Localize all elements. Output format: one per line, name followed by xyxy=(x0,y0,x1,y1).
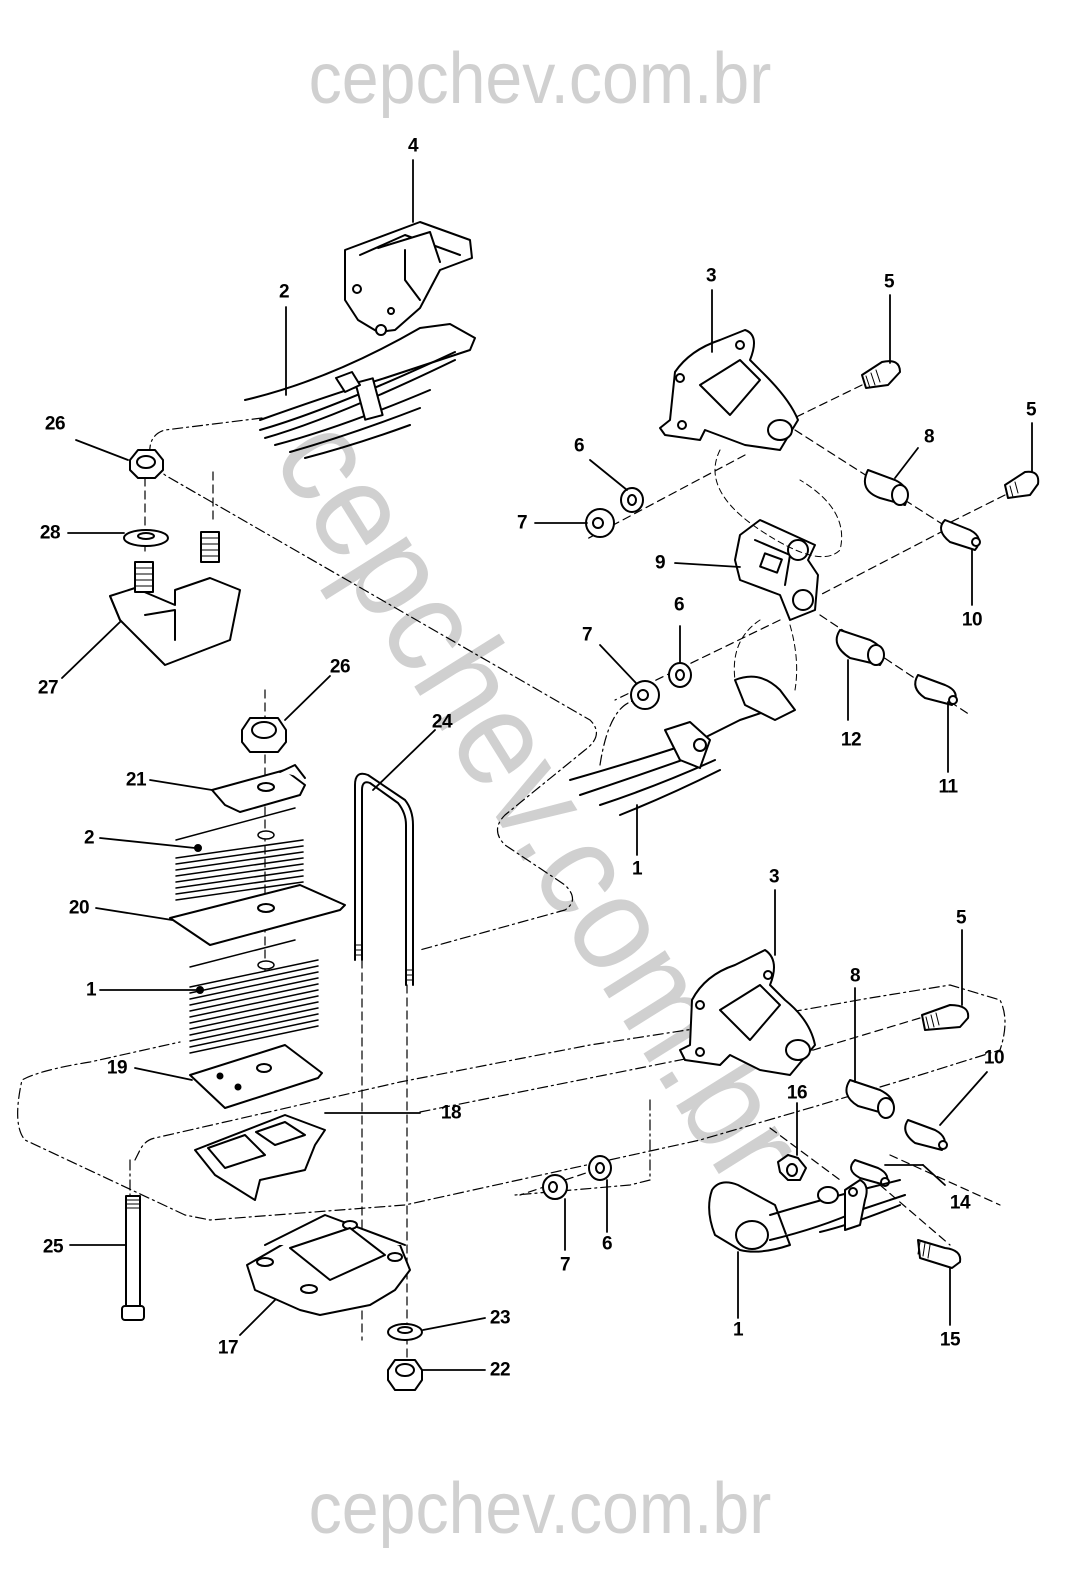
watermark-top: cepchev.com.br xyxy=(308,39,772,119)
part-1-leaf-spring-eye-upper xyxy=(569,675,796,816)
part-7-nut-a xyxy=(585,508,615,538)
callout-5: 5 xyxy=(955,907,967,929)
part-1-leaf-spring-eye-lower xyxy=(708,1179,906,1253)
part-6-washer-c xyxy=(588,1155,612,1181)
part-10-pin-a xyxy=(940,519,981,551)
callout-6: 6 xyxy=(573,435,585,457)
callout-6: 6 xyxy=(673,594,685,616)
part-18-spring-seat xyxy=(194,1114,326,1201)
part-22-nut xyxy=(387,1359,423,1391)
callout-9: 9 xyxy=(654,552,666,574)
watermark-bottom: cepchev.com.br xyxy=(308,1469,772,1549)
callout-7: 7 xyxy=(516,512,528,534)
callout-22: 22 xyxy=(489,1359,511,1381)
callout-14: 14 xyxy=(949,1192,971,1214)
callout-18: 18 xyxy=(440,1102,462,1124)
part-8-bushing-b xyxy=(845,1079,895,1119)
callout-4: 4 xyxy=(407,135,419,157)
part-10-pin-b xyxy=(904,1119,948,1151)
part-9-shackle xyxy=(734,519,819,621)
callout-28: 28 xyxy=(39,522,61,544)
part-26-nut-upper xyxy=(129,449,164,479)
callout-26: 26 xyxy=(329,656,351,678)
part-8-bushing-a xyxy=(864,469,909,506)
part-21-spacer-plate xyxy=(211,764,306,813)
part-7-nut-c xyxy=(542,1174,568,1200)
callout-19: 19 xyxy=(106,1057,128,1079)
callout-17: 17 xyxy=(217,1337,239,1359)
part-2-leaf-spring-section xyxy=(175,807,304,901)
axis-lines xyxy=(144,384,1006,1391)
callout-1: 1 xyxy=(732,1319,744,1341)
part-3-hanger-upper xyxy=(659,329,799,451)
part-27-bumper-block xyxy=(109,531,241,666)
callout-5: 5 xyxy=(883,271,895,293)
callout-27: 27 xyxy=(37,677,59,699)
part-5-bolt-a xyxy=(861,360,901,389)
callout-23: 23 xyxy=(489,1307,511,1329)
part-17-axle-plate xyxy=(246,1214,411,1316)
part-23-washer xyxy=(387,1323,423,1341)
shackle-phantom-outline xyxy=(714,449,843,691)
part-7-nut-b xyxy=(630,680,660,710)
callout-3: 3 xyxy=(705,265,717,287)
callout-6: 6 xyxy=(601,1233,613,1255)
part-3-hanger-lower xyxy=(679,949,816,1076)
part-11-pin xyxy=(914,674,958,706)
part-5-bolt-c xyxy=(921,1004,970,1031)
callout-15: 15 xyxy=(939,1329,961,1351)
callout-3: 3 xyxy=(768,866,780,888)
callout-7: 7 xyxy=(559,1254,571,1276)
callout-21: 21 xyxy=(125,769,147,791)
part-24-u-bolt xyxy=(354,772,414,986)
part-16-nut xyxy=(777,1154,807,1181)
callout-10: 10 xyxy=(961,609,983,631)
callout-11: 11 xyxy=(938,776,958,798)
part-28-washer xyxy=(123,529,169,547)
callout-8: 8 xyxy=(849,965,861,987)
part-4-spring-seat xyxy=(344,221,473,336)
part-1-leaf-spring-section xyxy=(189,939,319,1054)
part-25-bolt xyxy=(121,1195,145,1321)
callout-10: 10 xyxy=(983,1047,1005,1069)
callout-20: 20 xyxy=(68,897,90,919)
part-20-spacer-plate xyxy=(169,884,346,946)
part-5-bolt-b xyxy=(1004,470,1040,499)
callout-25: 25 xyxy=(42,1236,64,1258)
part-2-leaf-spring-upper xyxy=(244,323,476,459)
callout-7: 7 xyxy=(581,624,593,646)
part-6-washer-a xyxy=(620,487,644,513)
part-12-bushing xyxy=(835,629,885,666)
part-26-nut-center xyxy=(241,717,287,753)
callout-16: 16 xyxy=(786,1082,808,1104)
callout-2: 2 xyxy=(278,281,290,303)
part-15-bolt xyxy=(917,1239,962,1269)
part-19-spacer-plate xyxy=(189,1044,323,1109)
leader-lines xyxy=(61,159,1033,1371)
callout-8: 8 xyxy=(923,426,935,448)
callout-1: 1 xyxy=(631,858,643,880)
callout-5: 5 xyxy=(1025,399,1037,421)
callout-24: 24 xyxy=(431,711,453,733)
callout-12: 12 xyxy=(840,729,862,751)
callout-26: 26 xyxy=(44,413,66,435)
callout-1: 1 xyxy=(85,979,97,1001)
part-6-washer-b xyxy=(668,662,692,688)
callout-2: 2 xyxy=(83,827,95,849)
